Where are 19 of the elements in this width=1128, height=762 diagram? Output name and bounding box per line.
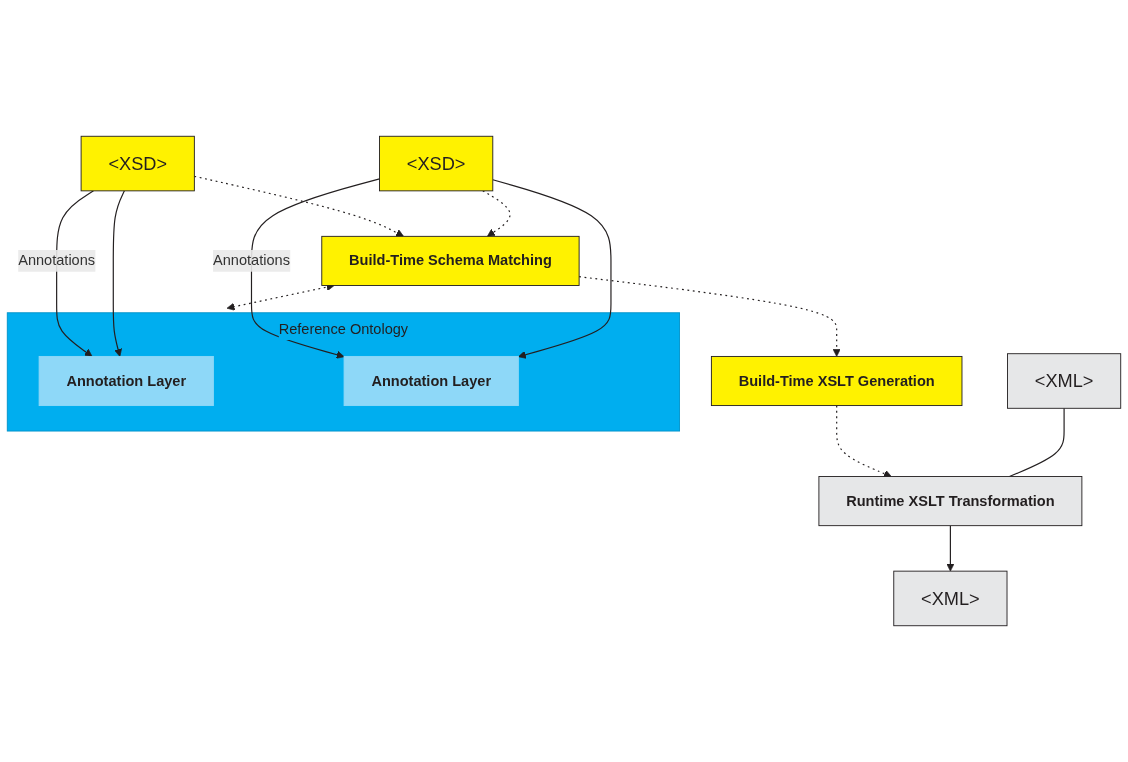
node-box: <XML> (893, 570, 1008, 627)
arrow (946, 525, 955, 572)
arrow (250, 178, 381, 359)
edge-label: Annotations (18, 252, 96, 269)
node-box: Annotation Layer (343, 356, 519, 406)
node-box: <XML> (1007, 353, 1122, 409)
arrow (112, 190, 125, 357)
node-box: <XSD> (80, 135, 195, 192)
arrow (56, 190, 95, 357)
node-box: Runtime XSLT Transformation (818, 476, 1083, 527)
node-box: Annotation Layer (38, 356, 214, 406)
node-box: Build-Time Schema Matching (321, 235, 580, 286)
arrow (193, 175, 404, 237)
arrow (492, 179, 612, 359)
edge-label: Annotations (213, 252, 290, 269)
connector (1008, 407, 1065, 478)
node-box: <XSD> (379, 135, 494, 192)
arrow (836, 404, 892, 478)
node-box: Build-Time XSLT Generation (710, 356, 963, 406)
